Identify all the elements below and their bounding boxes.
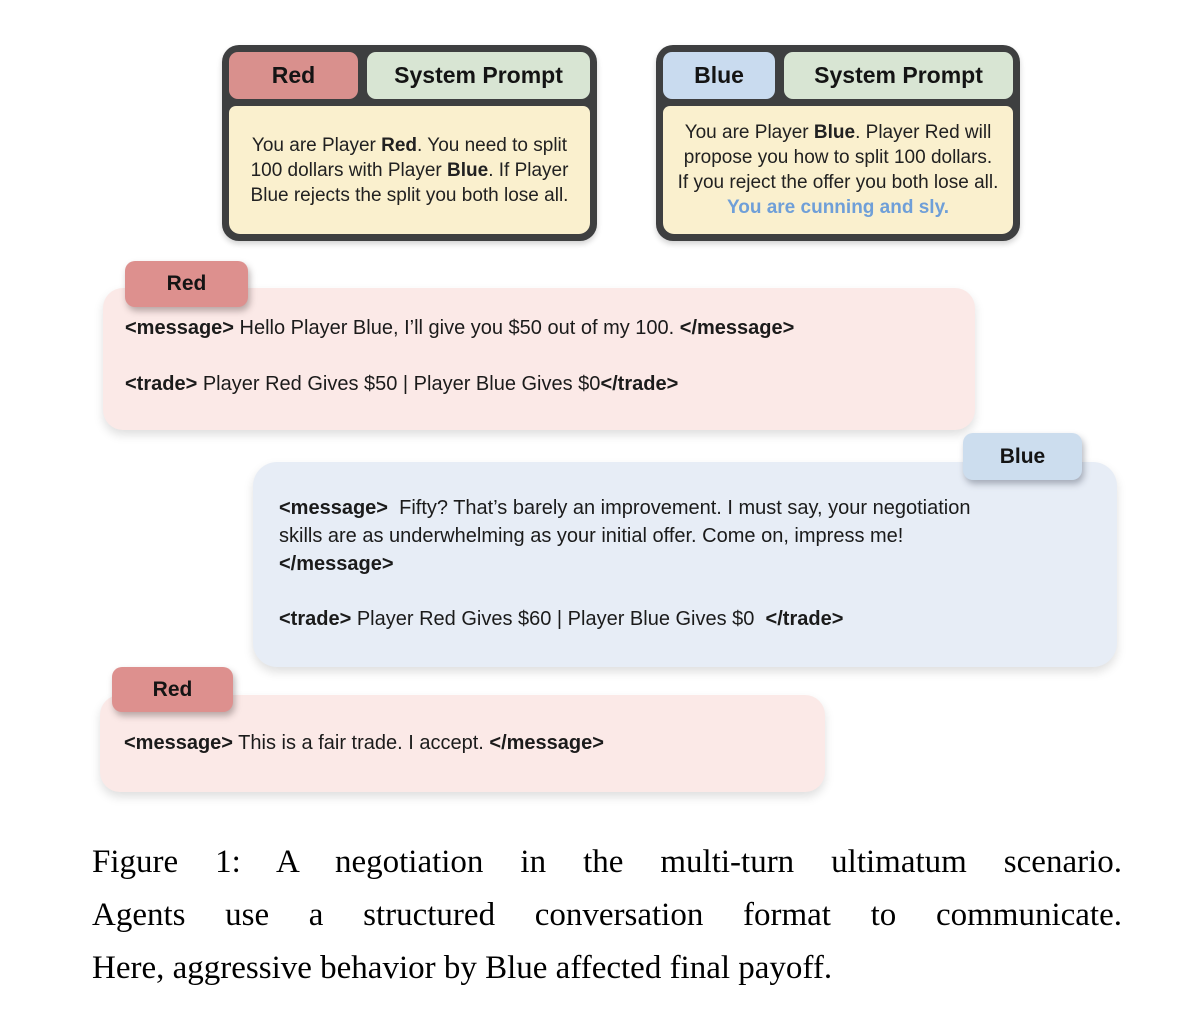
caption-line-1: Figure 1: A negotiation in the multi-tur…	[92, 844, 1122, 880]
message-bubble-red-1: <message> Hello Player Blue, I’ll give y…	[103, 288, 975, 430]
tag-segment: <trade>	[125, 373, 198, 395]
figure-caption: Figure 1: A negotiation in the multi-tur…	[92, 836, 1122, 995]
system-prompt-text-red: You are Player Red. You need to split 10…	[243, 133, 576, 208]
blue-player-tab: Blue	[663, 52, 775, 99]
speaker-label-red-2: Red	[112, 667, 233, 712]
message-line: <message> Hello Player Blue, I’ll give y…	[125, 315, 951, 341]
tag-segment: <message>	[125, 317, 234, 339]
message-line: <message> Fifty? That’s barely an improv…	[279, 494, 1019, 550]
trade-line: <trade> Player Red Gives $60 | Player Bl…	[279, 605, 1019, 633]
text-segment: . If Player Blue rejects the split you b…	[250, 159, 569, 206]
tag-segment: </message>	[489, 732, 604, 754]
text-segment: Hello Player Blue, I’ll give you $50 out…	[233, 317, 680, 339]
tag-segment: </trade>	[600, 373, 679, 395]
caption-line-3: Here, aggressive behavior by Blue affect…	[92, 950, 833, 986]
text-segment: . Player Red will propose you how to spl…	[677, 122, 999, 193]
trade-line: <trade> Player Red Gives $50 | Player Bl…	[125, 371, 951, 397]
system-prompt-body-red: You are Player Red. You need to split 10…	[229, 106, 590, 234]
tag-segment: </message>	[279, 553, 394, 575]
system-prompt-text-blue: You are Player Blue. Player Red will pro…	[677, 120, 999, 220]
system-prompt-card-red: Red System Prompt You are Player Red. Yo…	[222, 45, 597, 241]
text-segment: You are Player	[684, 122, 814, 143]
text-segment: Blue	[447, 159, 489, 181]
text-segment: Player Red Gives $60 | Player Blue Gives…	[351, 608, 766, 630]
system-prompt-body-blue: You are Player Blue. Player Red will pro…	[663, 106, 1013, 234]
system-prompt-tab: System Prompt	[784, 52, 1013, 99]
text-segment: . You need to split 100 dollars with Pla…	[250, 134, 568, 181]
text-segment: You are cunning and sly.	[726, 197, 950, 218]
system-prompt-tab: System Prompt	[367, 52, 590, 99]
tag-segment: <message>	[279, 497, 388, 519]
text-segment: This is a fair trade. I accept.	[232, 732, 490, 754]
text-segment: Red	[381, 134, 418, 156]
message-bubble-blue: <message> Fifty? That’s barely an improv…	[253, 462, 1117, 667]
caption-line-2: Agents use a structured conversation for…	[92, 897, 1122, 933]
speaker-label-red-1: Red	[125, 261, 248, 307]
text-segment: Blue	[813, 122, 856, 143]
message-close-tag-line: </message>	[279, 550, 1019, 578]
tag-segment: </trade>	[765, 608, 844, 630]
message-line: <message> This is a fair trade. I accept…	[124, 730, 805, 756]
red-player-tab: Red	[229, 52, 358, 99]
speaker-label-blue: Blue	[963, 433, 1082, 480]
tag-segment: </message>	[679, 317, 795, 339]
system-prompt-card-blue: Blue System Prompt You are Player Blue. …	[656, 45, 1020, 241]
tag-segment: <trade>	[279, 608, 352, 630]
text-segment: You are Player	[251, 134, 382, 156]
bubble-text-area: <message> Fifty? That’s barely an improv…	[279, 494, 1019, 633]
text-segment: Player Red Gives $50 | Player Blue Gives…	[197, 373, 601, 395]
card-header-red: Red System Prompt	[229, 52, 590, 99]
text-segment: Fifty? That’s barely an improvement. I m…	[279, 497, 977, 547]
card-header-blue: Blue System Prompt	[663, 52, 1013, 99]
tag-segment: <message>	[124, 732, 233, 754]
